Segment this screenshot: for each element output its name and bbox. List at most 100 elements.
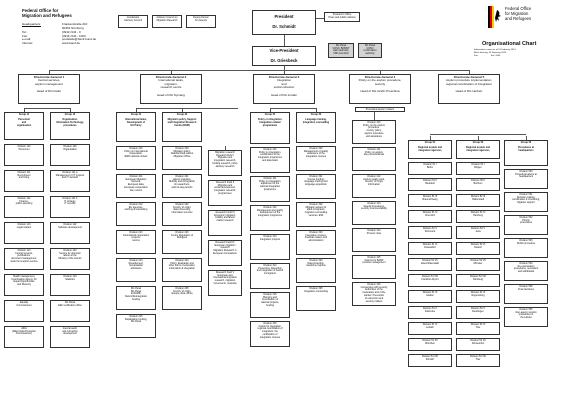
division-box: Division 51 VI Düsseldorf bbox=[408, 242, 452, 255]
division-box: Division 535 Final decisions bbox=[504, 284, 548, 304]
division-box: Division 111 Recruitment and hiring bbox=[4, 170, 44, 192]
division-box: Division 123 Service for domestic labour… bbox=[50, 248, 90, 270]
division-box: Division 414 Process rules bbox=[352, 228, 396, 252]
division-box: Division 51 XI Lebach bbox=[408, 322, 452, 335]
division-box: Division 51 VII Eisenhüttenstadt bbox=[408, 258, 452, 271]
division-box: Division 416 Cooperation with security a… bbox=[352, 282, 396, 306]
division-box: Division 52 XII Schweinfurt bbox=[456, 338, 500, 351]
division-box: Division 211 European Migration Network,… bbox=[116, 174, 156, 198]
division-box: Division 225 Country of origin, Europe, … bbox=[162, 286, 202, 310]
directorate-name: Directorate-General 3 bbox=[268, 74, 300, 79]
directorate-description: Asylum procedure implementation, regiona… bbox=[445, 78, 493, 93]
division-box: Division 530 Procedural advice at headqu… bbox=[504, 169, 548, 189]
division-box: Division 215 Repatriation funding, DG Pa… bbox=[116, 314, 156, 338]
directorate-description: Integration and social cohesion Head of … bbox=[271, 78, 297, 97]
eagle-logo bbox=[488, 6, 502, 28]
division-box: Equality Commissioner bbox=[4, 300, 44, 322]
division-box: Division 51 X Karlsruhe bbox=[408, 306, 452, 319]
division-box: Division 122 Software development bbox=[50, 222, 90, 244]
division-box: Division 321 Course funding, language tr… bbox=[296, 174, 336, 199]
agency-name: Federal Office for Migration and Refugee… bbox=[22, 8, 72, 19]
directorate-name: Directorate-General 4 bbox=[364, 74, 396, 79]
division-box: Division 312 Management and quality deve… bbox=[250, 205, 290, 231]
division-box: Division 51 III Braunschweig bbox=[408, 194, 452, 207]
division-box: Division 52 II Bochum bbox=[456, 178, 500, 191]
division-box: Division 52 VI Nostorf bbox=[456, 242, 500, 255]
division-box: Research Field V European and internatio… bbox=[208, 270, 242, 296]
division-box: Division 51 II Bielefeld bbox=[408, 178, 452, 191]
division-box: Division 531 Decision-making, coordinati… bbox=[504, 192, 548, 212]
division-box: Division 413 Special procedures, securit… bbox=[352, 201, 396, 225]
presidents-office-box: President's Office Press and public rela… bbox=[324, 12, 360, 22]
division-box: Division 52 V Jena bbox=[456, 226, 500, 239]
group-box: Group 52 Regional asylum and integration… bbox=[456, 140, 500, 159]
division-box: Division 322 Migration advice for adult … bbox=[296, 202, 336, 227]
division-box: Division 323 Integration courses, financ… bbox=[296, 230, 336, 255]
division-box: Division 536 Inter-agency asylum procedu… bbox=[504, 307, 548, 327]
staff-box-2: DG Panel COSO confirmation authority bbox=[358, 43, 382, 58]
group-box: Group 51 Regional asylum and integration… bbox=[408, 140, 452, 159]
division-box: Division 220 Migration policy, National … bbox=[162, 146, 202, 170]
division-box: Division 52 IV Hamburg bbox=[456, 210, 500, 223]
advisor-box-1: Coordinator Advisory Council bbox=[118, 15, 148, 28]
directorate-name: Directorate-General 1 bbox=[33, 74, 65, 79]
division-box: Division 120 Organisation bbox=[50, 144, 90, 166]
advisor-box-3: Deputy Person for Aspects bbox=[186, 15, 216, 28]
division-box: Division 415 Support for BAMF process ma… bbox=[352, 255, 396, 279]
group-box: Group 11 Personnel and organisation bbox=[4, 112, 44, 140]
division-box: Division 410 Policy on the asylum proced… bbox=[352, 120, 396, 144]
directorate-description: Central services, asylum management Head… bbox=[35, 78, 63, 93]
division-box: Division 212 EU agencies, working & netw… bbox=[116, 202, 156, 226]
division-box: Division 113 Legal matters bbox=[4, 222, 44, 244]
division-box: Division 51 V Dortmund bbox=[408, 226, 452, 239]
division-box: Division 51 I Berlin bbox=[408, 162, 452, 175]
group-box: Group 22 Migration policy, Support and I… bbox=[162, 112, 202, 142]
division-box: Research Field II Migration and social d… bbox=[208, 180, 242, 206]
division-box: Migration research Research Field I Migr… bbox=[208, 150, 242, 176]
chart-title: Organisational Chart bbox=[482, 41, 537, 47]
division-box: AIDA (Major Data Protection Commissioner… bbox=[4, 326, 44, 348]
division-box: Health management, Coordination Agency f… bbox=[4, 274, 44, 296]
division-box: Division 114 Central services, publicati… bbox=[4, 248, 44, 270]
division-box: Division 51 VIII Frankfurt Airport bbox=[408, 274, 452, 287]
directorate-name: Directorate-General 5 bbox=[453, 74, 485, 79]
division-box: Division 325 Integration counselling bbox=[296, 286, 336, 311]
division-box: Division 223 Centre Regulation of Refuge… bbox=[162, 230, 202, 254]
directorate-name: Directorate-General 2 bbox=[155, 74, 187, 79]
division-box: Division 214 Resettlement, humanitarian … bbox=[116, 258, 156, 282]
division-box: Division 314 Prevention, Reception and i… bbox=[250, 263, 290, 289]
division-box: Division 532 Priority procedures bbox=[504, 215, 548, 235]
hq-address: Frankenstraße 210 90461 Nürnberg bbox=[62, 22, 88, 30]
chart-meta: Information current as of 01 February 20… bbox=[474, 49, 516, 57]
group-box: Group 32 Language training, integration … bbox=[296, 112, 336, 143]
division-box: Division 324 Data protection, telephone … bbox=[296, 258, 336, 283]
group-box: Group 53 Procedures at headquarters bbox=[504, 140, 548, 166]
group-box: Group 12 Organisation, Information Techn… bbox=[50, 112, 90, 140]
division-box: Division 222 Country of origin, data pro… bbox=[162, 202, 202, 226]
logo-text: Federal Office for Migration and Refugee… bbox=[505, 6, 532, 21]
division-box: Division 51 IV Chemnitz bbox=[408, 210, 452, 223]
division-box: Division 121 a Management of IT projects… bbox=[50, 170, 90, 192]
division-box: Division 320 Management of quality assur… bbox=[296, 146, 336, 171]
division-box: Division 221 Labour migration, Mobility … bbox=[162, 174, 202, 198]
division-box: Division 52 III Halberstadt bbox=[456, 194, 500, 207]
division-box: Division 121 b IT strategy, IT security bbox=[50, 196, 90, 218]
advisor-box-2: Advisory Council on Migration Research bbox=[152, 15, 182, 28]
division-box: Division 52 VIII Nürnberg bbox=[456, 274, 500, 287]
division-box: Division 52 IX Regensburg bbox=[456, 290, 500, 303]
directorate-description: Policy on the asylum procedure, security… bbox=[358, 78, 402, 93]
group-box: Group 21 International tasks, Developmen… bbox=[116, 112, 156, 142]
division-box: Internal audit, anti-corruption developm… bbox=[50, 326, 90, 348]
group-box: Group 31 Policy on integration, Integrat… bbox=[250, 112, 290, 144]
division-box: Division 315 Planning and Coordination o… bbox=[250, 292, 290, 318]
hq-label: Headquarters: bbox=[22, 22, 42, 26]
contact-labels: Tel.: Fax: e-mail: Internet: bbox=[22, 30, 34, 46]
division-box: Division 110 Personnel bbox=[4, 144, 44, 166]
division-box: Division 224 Policy, Evaluation and othe… bbox=[162, 258, 202, 282]
division-box: Division 411 Policy on asylum law, proce… bbox=[352, 147, 396, 171]
